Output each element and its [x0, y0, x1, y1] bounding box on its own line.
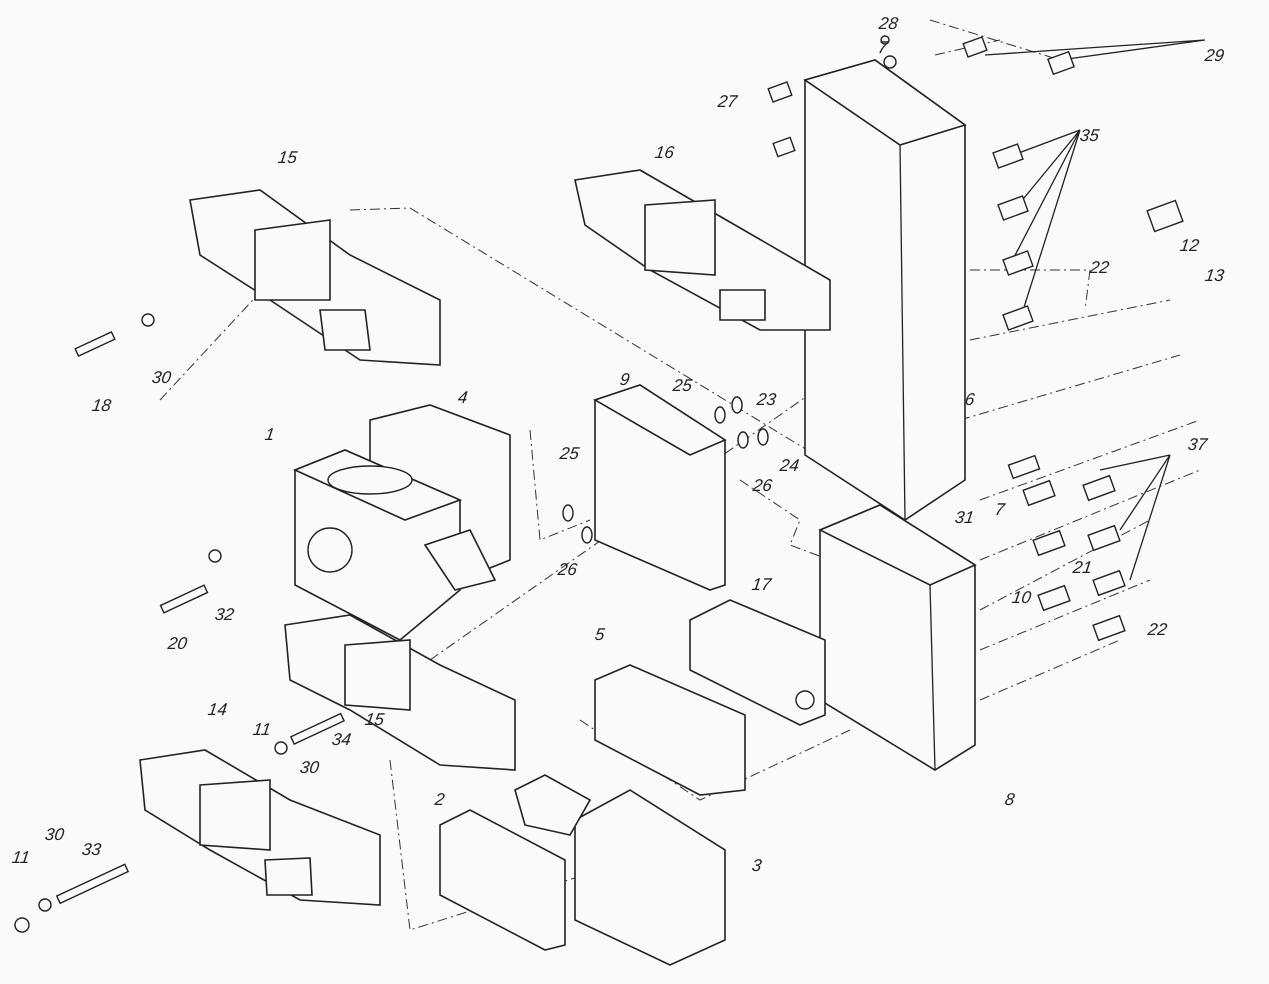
callout-11: 11 [251, 720, 273, 739]
valve-17 [689, 599, 826, 726]
callout-31: 31 [953, 508, 976, 527]
callout-21: 21 [1071, 558, 1094, 577]
solenoid-valve-14 [139, 749, 381, 906]
callout-30b: 30 [298, 758, 321, 777]
callout-34: 34 [330, 730, 353, 749]
solenoid-valve-16 [574, 169, 831, 331]
callout-35: 35 [1078, 126, 1101, 145]
callout-25: 25 [671, 376, 694, 395]
callout-18: 18 [90, 396, 113, 415]
callout-20: 20 [166, 634, 189, 653]
solenoid-valve-15-mid [284, 614, 516, 771]
callout-17: 17 [750, 575, 773, 594]
callout-25b: 25 [558, 444, 581, 463]
valve-3 [514, 774, 726, 966]
callout-16: 16 [653, 143, 676, 162]
callout-30c: 30 [43, 825, 66, 844]
solenoid-valve-15-top [189, 189, 441, 366]
callout-26b: 26 [556, 560, 579, 579]
callout-24: 24 [778, 456, 801, 475]
callout-27: 27 [716, 92, 739, 111]
valve-body-1 [292, 404, 511, 641]
callout-28: 28 [877, 14, 900, 33]
plate-2 [439, 809, 566, 951]
callout-33: 33 [80, 840, 103, 859]
callout-15b: 15 [363, 710, 386, 729]
callout-22b: 22 [1146, 620, 1169, 639]
callout-29: 29 [1203, 46, 1226, 65]
callout-37: 37 [1186, 435, 1209, 454]
fittings [14, 35, 1184, 933]
callout-10: 10 [1010, 588, 1033, 607]
valve-5 [594, 664, 746, 796]
callout-23: 23 [755, 390, 778, 409]
sandwich-plate-9 [593, 384, 727, 591]
callout-15: 15 [276, 148, 299, 167]
callout-26: 26 [751, 476, 774, 495]
callout-12: 12 [1178, 236, 1201, 255]
manifold-block-8 [818, 504, 977, 771]
callout-32: 32 [213, 605, 236, 624]
callout-22: 22 [1088, 258, 1111, 277]
manifold-block-6 [803, 59, 967, 521]
callout-11b: 11 [10, 848, 32, 867]
callout-14: 14 [206, 700, 229, 719]
callout-30: 30 [150, 368, 173, 387]
callout-13: 13 [1203, 266, 1226, 285]
